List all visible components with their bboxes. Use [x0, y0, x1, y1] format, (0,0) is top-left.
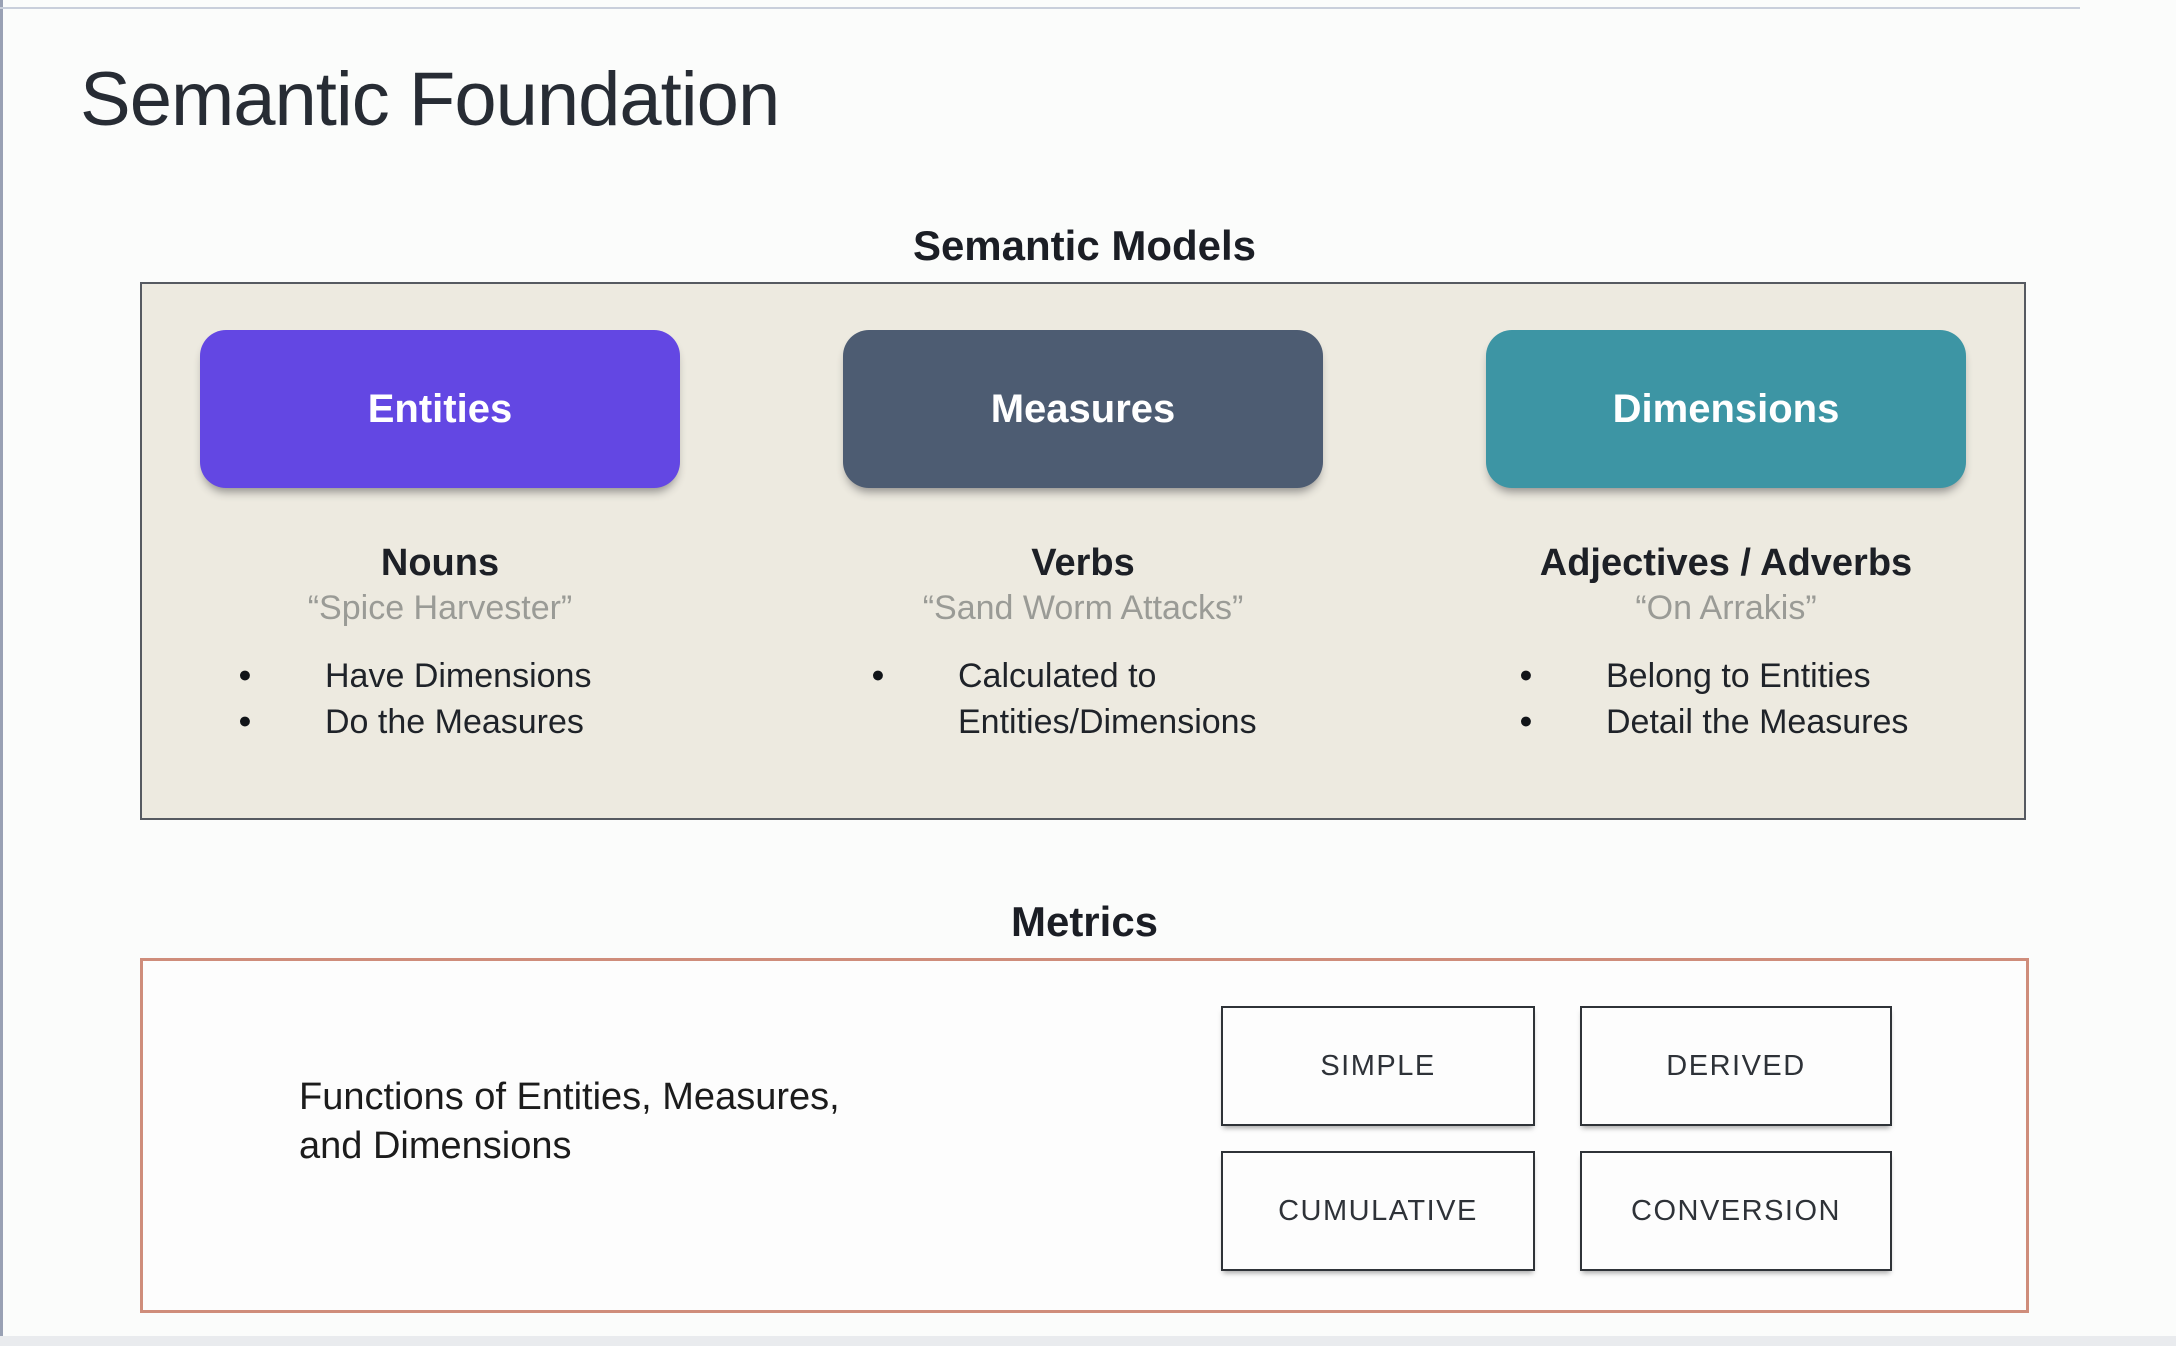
metric-type-cumulative: CUMULATIVE — [1221, 1151, 1535, 1271]
dimensions-bullet-list: Belong to Entities Detail the Measures — [1511, 654, 1941, 745]
entities-subtitle: Nouns — [380, 542, 500, 584]
page-left-edge — [0, 0, 3, 1346]
entities-pill: Entities — [200, 330, 680, 488]
model-column-measures: Measures Verbs “Sand Worm Attacks” Calcu… — [843, 330, 1323, 818]
metrics-heading: Metrics — [1010, 898, 1159, 945]
slide-title: Semantic Foundation — [80, 57, 780, 142]
page-bottom-strip — [0, 1336, 2176, 1346]
bullet-item: Belong to Entities — [1511, 654, 1941, 700]
bullet-item: Detail the Measures — [1511, 700, 1941, 746]
dimensions-pill: Dimensions — [1486, 330, 1966, 488]
metrics-box: Functions of Entities, Measures, and Dim… — [140, 958, 2029, 1313]
dimensions-quote: “On Arrakis” — [1635, 588, 1817, 627]
metric-type-grid: SIMPLE DERIVED CUMULATIVE CONVERSION — [1221, 1006, 1892, 1271]
measures-bullet-list: Calculated to Entities/Dimensions — [863, 654, 1303, 745]
model-column-entities: Entities Nouns “Spice Harvester” Have Di… — [200, 330, 680, 818]
semantic-models-heading: Semantic Models — [912, 222, 1257, 269]
entities-quote: “Spice Harvester” — [307, 588, 573, 627]
metric-type-derived: DERIVED — [1580, 1006, 1892, 1126]
measures-quote: “Sand Worm Attacks” — [922, 588, 1244, 627]
measures-subtitle: Verbs — [1031, 542, 1135, 584]
bullet-item: Have Dimensions — [230, 654, 650, 700]
semantic-models-box: Entities Nouns “Spice Harvester” Have Di… — [140, 282, 2026, 820]
metric-type-conversion: CONVERSION — [1580, 1151, 1892, 1271]
metric-type-simple: SIMPLE — [1221, 1006, 1535, 1126]
bullet-item: Calculated to Entities/Dimensions — [863, 654, 1303, 745]
model-column-dimensions: Dimensions Adjectives / Adverbs “On Arra… — [1486, 330, 1966, 818]
metrics-description: Functions of Entities, Measures, and Dim… — [299, 1076, 840, 1167]
page-top-edge — [0, 7, 2080, 9]
dimensions-subtitle: Adjectives / Adverbs — [1539, 542, 1913, 584]
measures-pill: Measures — [843, 330, 1323, 488]
entities-bullet-list: Have Dimensions Do the Measures — [230, 654, 650, 745]
bullet-item: Do the Measures — [230, 700, 650, 746]
